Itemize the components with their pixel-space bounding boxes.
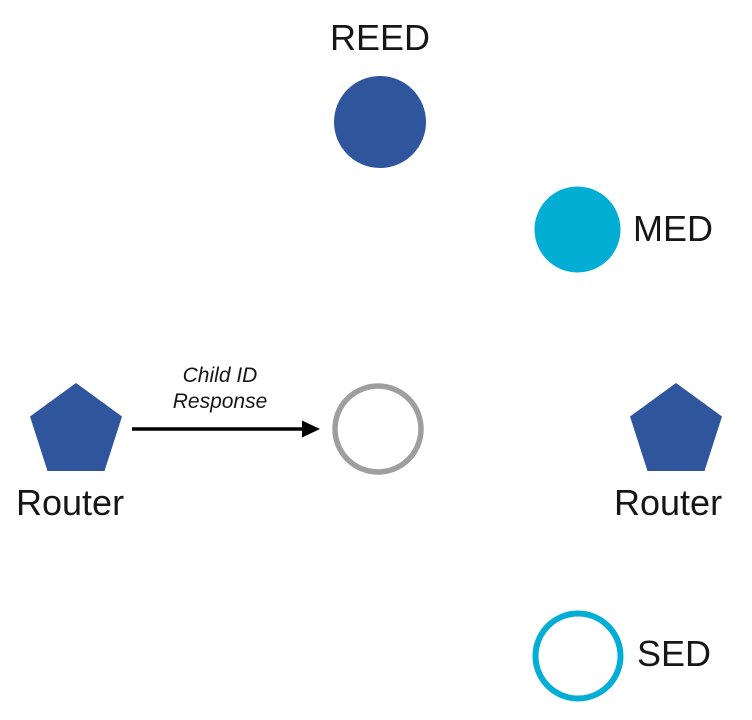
- node-reed-label: REED: [330, 17, 431, 58]
- reed-circle-icon[interactable]: [333, 75, 427, 169]
- node-router-right-label: Router: [614, 482, 723, 523]
- node-med-label: MED: [633, 208, 713, 249]
- sed-circle-icon[interactable]: [531, 610, 625, 702]
- node-sed-label: SED: [637, 633, 712, 674]
- node-router-left-label: Router: [16, 482, 125, 523]
- unassigned-circle-icon[interactable]: [331, 383, 425, 475]
- arrow-label-child-id-response: Child ID Response: [172, 364, 268, 413]
- med-circle-icon[interactable]: [534, 186, 621, 273]
- child-id-response-arrow-icon: [132, 420, 320, 438]
- router-pentagon-icon[interactable]: [28, 381, 124, 473]
- router-pentagon-icon[interactable]: [628, 381, 724, 473]
